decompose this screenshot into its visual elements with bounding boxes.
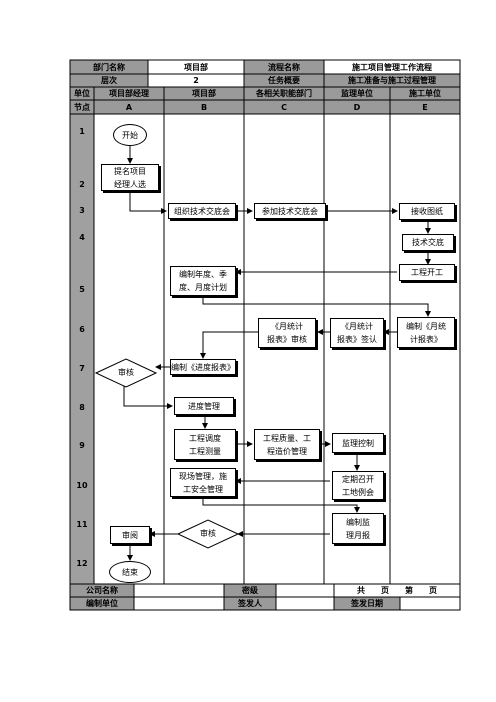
site-safety-box: 现场管理，施 工安全管理	[170, 468, 236, 497]
footer-editor-value	[134, 597, 224, 610]
node-label: 4	[79, 233, 85, 242]
footer-secret-label: 密级	[224, 584, 276, 597]
lane-name-a: 项目部经理	[94, 87, 164, 100]
site-meeting-box: 定期召开 工地例会	[332, 471, 384, 500]
lane-unit-label: 单位	[70, 87, 94, 100]
join-handover-box: 参加技术交底会	[254, 203, 326, 219]
node-label: 3	[79, 206, 85, 215]
footer-company-label: 公司名称	[70, 584, 134, 597]
review-read-box: 审阅	[110, 526, 150, 544]
node-label: 11	[76, 520, 88, 529]
header-process-value: 施工项目管理工作流程	[324, 60, 460, 74]
lane-code-b: B	[164, 100, 244, 114]
monthly-report-make-box: 编制《月统 计报表》	[397, 317, 455, 348]
node-label: 9	[79, 441, 85, 450]
node-label: 8	[79, 403, 85, 412]
decision-diamond-c	[176, 519, 240, 549]
header-dept-value: 项目部	[148, 60, 244, 74]
decision-c-label: 审核	[200, 529, 216, 538]
lane-code-d: D	[324, 100, 390, 114]
header-dept-label: 部门名称	[70, 60, 148, 74]
footer-secret-value	[276, 584, 334, 597]
node-label: 1	[79, 127, 85, 136]
progress-report-box: 编制《进度报表》	[170, 359, 236, 375]
lane-code-e: E	[390, 100, 460, 114]
decision-a-label: 审核	[118, 368, 134, 377]
monthly-report-sign-box: 《月统计 报表》签认	[330, 318, 384, 348]
lane-name-e: 施工单位	[390, 87, 460, 100]
footer-editor-label: 编制单位	[70, 597, 134, 610]
header-process-label: 流程名称	[244, 60, 324, 74]
monthly-report-review-box: 《月统计 报表》审核	[258, 318, 316, 348]
lane-name-b: 项目部	[164, 87, 244, 100]
footer-company-value	[134, 584, 224, 597]
start-terminal: 开始	[113, 124, 147, 146]
end-terminal: 结束	[109, 561, 151, 583]
header-level-label: 层次	[70, 74, 148, 87]
node-label: 12	[76, 559, 88, 568]
node-label: 5	[79, 285, 85, 294]
footer-issuer-label: 签发人	[224, 597, 276, 610]
quality-cost-box: 工程质量、工 程造价管理	[254, 429, 320, 460]
node-label: 2	[79, 180, 85, 189]
header-task-value: 施工准备与施工过程管理	[324, 74, 460, 87]
lane-code-a: A	[94, 100, 164, 114]
header-task-label: 任务概要	[244, 74, 324, 87]
dispatch-box: 工程调度 工程测量	[174, 429, 236, 460]
node-label: 6	[79, 325, 85, 334]
lane-code-c: C	[244, 100, 324, 114]
header-level-value: 2	[148, 74, 244, 87]
lane-name-c: 各相关职能部门	[244, 87, 324, 100]
org-handover-box: 组织技术交底会	[168, 203, 236, 219]
progress-mgmt-box: 进度管理	[174, 397, 234, 415]
decision-diamond-a	[94, 358, 158, 388]
footer-issue-date-value	[400, 597, 460, 610]
node-column	[70, 114, 94, 584]
supervision-report-box: 编制监 理月报	[332, 513, 384, 544]
node-label: 7	[79, 364, 85, 373]
propose-manager-box: 提名项目 经理人选	[101, 164, 159, 191]
footer-pages: 共 页 第 页	[334, 584, 460, 597]
node-label: 10	[76, 481, 88, 490]
footer-issuer-value	[276, 597, 334, 610]
lane-name-d: 监理单位	[324, 87, 390, 100]
footer-issue-date-label: 签发日期	[334, 597, 400, 610]
tech-handover-box: 技术交底	[402, 234, 454, 251]
receive-drawings-box: 接收图纸	[399, 203, 455, 220]
start-work-box: 工程开工	[399, 264, 455, 281]
supervision-control-box: 监理控制	[332, 433, 384, 453]
lane-node-label: 节点	[70, 100, 94, 114]
plan-box: 编制年度、季 度、月度计划	[170, 266, 236, 296]
